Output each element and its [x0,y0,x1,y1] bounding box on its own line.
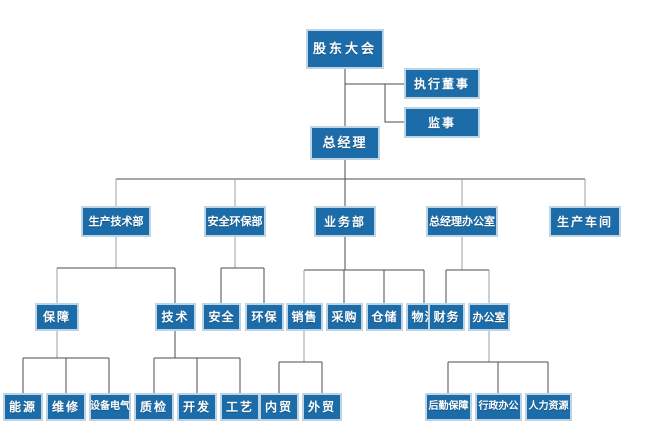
org-node-n22[interactable]: 质检 [134,393,174,421]
connector-2 [384,84,404,123]
org-node-n23[interactable]: 开发 [177,393,217,421]
org-node-n27[interactable]: 后勤保障 [425,393,472,421]
org-node-n14[interactable]: 采购 [326,303,363,331]
org-node-n26[interactable]: 外贸 [302,393,342,421]
org-node-label: 行政办公 [478,401,519,412]
org-node-label: 总经理办公室 [429,215,495,228]
org-node-n19[interactable]: 能源 [3,393,43,421]
org-node-n21[interactable]: 设备电气 [89,393,131,421]
org-node-label: 技术 [161,310,190,324]
org-node-n17[interactable]: 财务 [428,303,465,331]
org-node-label: 销售 [291,310,318,324]
org-node-label: 采购 [331,310,358,324]
org-node-label: 财务 [433,310,460,324]
org-node-n1[interactable]: 执行董事 [404,68,480,99]
org-node-n3[interactable]: 总经理 [310,126,380,160]
org-node-n13[interactable]: 销售 [286,303,323,331]
org-node-n24[interactable]: 工艺 [220,393,260,421]
org-node-n7[interactable]: 总经理办公室 [426,206,498,237]
org-node-label: 股东大会 [312,41,377,57]
org-node-n18[interactable]: 办公室 [468,303,510,331]
org-node-n2[interactable]: 监事 [404,107,480,138]
org-node-n8[interactable]: 生产车间 [549,206,621,237]
org-node-label: 仓储 [371,310,398,324]
org-node-n11[interactable]: 安全 [202,303,241,331]
org-node-label: 业务部 [323,214,366,229]
org-node-label: 质检 [139,400,168,414]
org-node-label: 安全 [208,310,235,324]
org-node-label: 保障 [42,310,71,324]
org-node-n29[interactable]: 人力资源 [525,393,572,421]
org-node-n12[interactable]: 环保 [245,303,284,331]
org-node-label: 后勤保障 [428,401,469,412]
org-node-n0[interactable]: 股东大会 [306,29,384,69]
org-node-label: 外贸 [307,400,336,414]
org-node-label: 内贸 [264,400,293,414]
org-node-n20[interactable]: 维修 [46,393,86,421]
org-node-n15[interactable]: 仓储 [366,303,403,331]
org-node-label: 生产技术部 [88,215,144,228]
org-node-n25[interactable]: 内贸 [259,393,299,421]
org-node-label: 安全环保部 [207,215,263,228]
org-node-label: 生产车间 [556,214,613,229]
org-node-label: 工艺 [225,400,254,414]
org-node-n5[interactable]: 安全环保部 [204,206,266,237]
org-node-label: 人力资源 [528,401,569,412]
org-node-label: 环保 [251,310,278,324]
org-node-n9[interactable]: 保障 [35,303,79,331]
org-node-label: 监事 [427,115,456,130]
org-node-n4[interactable]: 生产技术部 [81,206,151,237]
org-node-n28[interactable]: 行政办公 [475,393,522,421]
org-node-label: 执行董事 [413,76,470,91]
org-node-label: 总经理 [322,135,368,151]
org-node-n10[interactable]: 技术 [155,303,196,331]
org-node-label: 办公室 [472,310,506,324]
org-node-label: 能源 [8,400,37,414]
org-node-n6[interactable]: 业务部 [314,206,376,237]
org-node-label: 设备电气 [90,401,130,412]
org-node-label: 开发 [182,400,211,414]
org-node-label: 维修 [51,400,80,414]
